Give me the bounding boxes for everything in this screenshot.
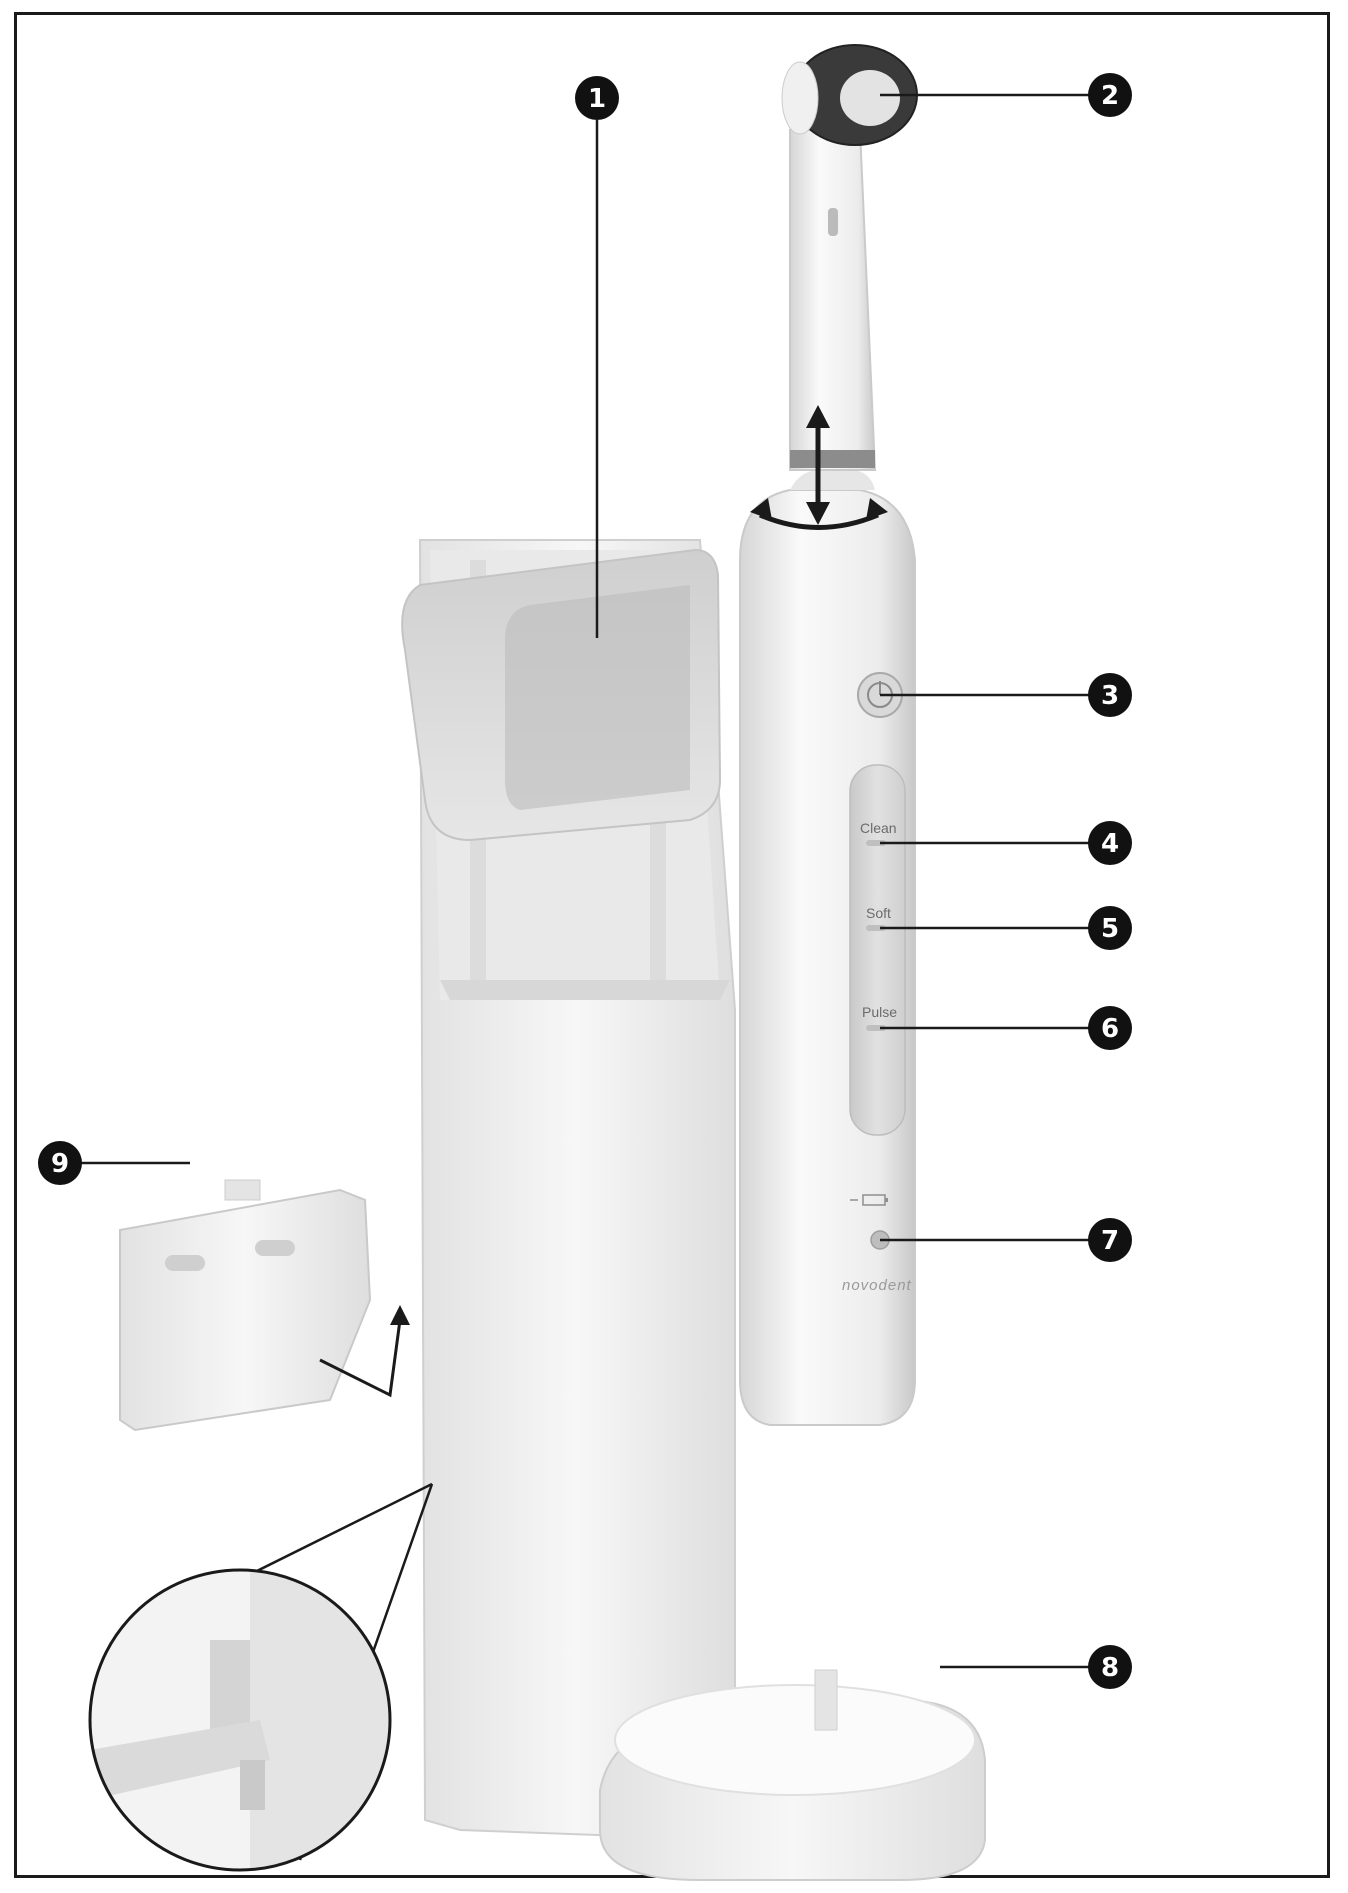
pulse-button[interactable] — [866, 1025, 886, 1031]
button-label-pulse: Pulse — [862, 1004, 897, 1020]
charging-base — [599, 1669, 986, 1881]
travel-case — [401, 539, 736, 1842]
brush-attachment — [781, 44, 918, 471]
svg-text:5: 5 — [1101, 914, 1119, 944]
svg-text:2: 2 — [1101, 81, 1119, 111]
callout-7: 7 — [1088, 1218, 1132, 1262]
callout-8: 8 — [1088, 1645, 1132, 1689]
svg-text:3: 3 — [1101, 681, 1119, 711]
callout-1: 1 — [575, 76, 619, 120]
clean-button[interactable] — [866, 840, 886, 846]
callout-2: 2 — [1088, 73, 1132, 117]
motion-arrows — [750, 405, 888, 530]
callout-9: 9 — [38, 1141, 82, 1185]
zoom-detail — [88, 1482, 434, 1872]
button-label-clean: Clean — [860, 820, 897, 836]
battery-icon — [850, 1194, 888, 1206]
leader-lines — [80, 93, 1090, 1669]
callout-5: 5 — [1088, 906, 1132, 950]
svg-text:9: 9 — [51, 1149, 69, 1179]
callout-3: 3 — [1088, 673, 1132, 717]
callout-4: 4 — [1088, 821, 1132, 865]
svg-text:7: 7 — [1101, 1226, 1119, 1256]
brand-name: novodent — [842, 1277, 912, 1294]
svg-text:1: 1 — [588, 84, 606, 114]
soft-button[interactable] — [866, 925, 886, 931]
case-clip — [119, 1179, 410, 1432]
button-label-soft: Soft — [866, 905, 891, 921]
svg-text:8: 8 — [1101, 1653, 1119, 1683]
callout-6: 6 — [1088, 1006, 1132, 1050]
toothbrush-handle: Clean Soft Pulse novodent — [739, 470, 916, 1426]
svg-text:6: 6 — [1101, 1014, 1119, 1044]
svg-text:4: 4 — [1101, 829, 1119, 859]
